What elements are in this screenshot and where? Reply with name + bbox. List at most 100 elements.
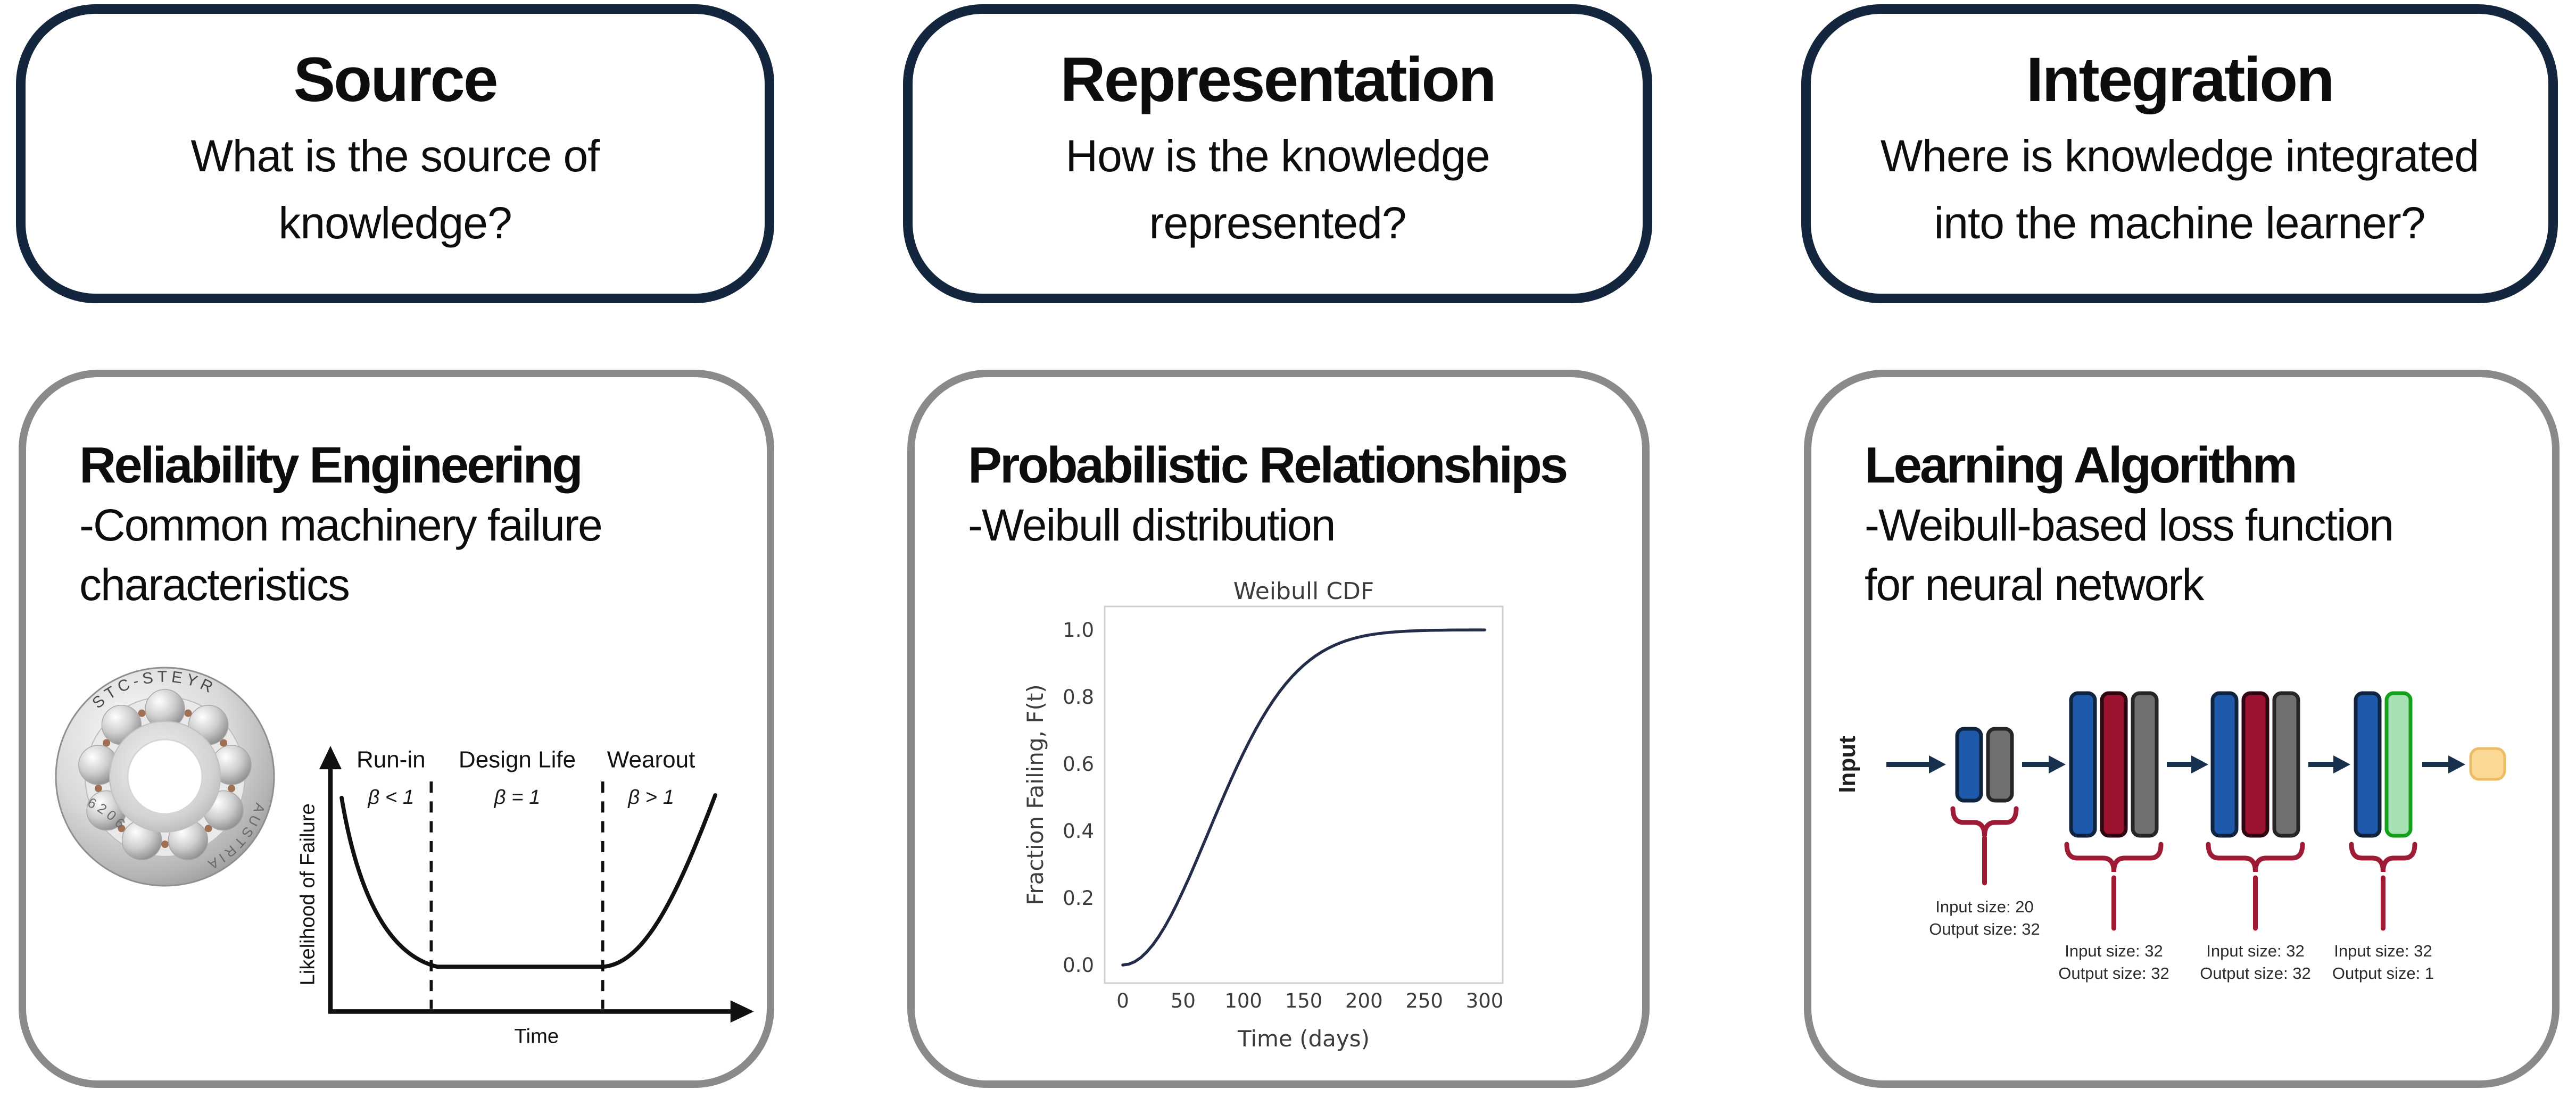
- weibull-y-tick-label: 1.0: [1063, 619, 1094, 642]
- card-probabilistic-relationships: Probabilistic Relationships -Weibull dis…: [907, 370, 1650, 1088]
- weibull-x-tick-label: 50: [1171, 989, 1196, 1012]
- nn-layer-bar-red: [2241, 691, 2269, 838]
- card-title-reliability: Reliability Engineering: [79, 437, 583, 494]
- nn-layer-bar-blue: [2354, 691, 2382, 838]
- weibull-y-tick-label: 0.2: [1063, 887, 1094, 910]
- card-title-learning: Learning Algorithm: [1865, 437, 2298, 494]
- header-box-integration: Integration Where is knowledge integrate…: [1801, 4, 2558, 303]
- nn-brace: [2349, 842, 2417, 872]
- nn-arrowhead: [2191, 755, 2208, 773]
- header-question-integration-line2: into the machine learner?: [1934, 198, 2426, 248]
- bearing-cage-rivet: [138, 709, 146, 717]
- weibull-x-tick-label: 0: [1116, 989, 1129, 1012]
- bearing-cage-rivet: [103, 739, 111, 747]
- bathtub-y-axis-arrowhead: [319, 746, 342, 770]
- weibull-x-tick-label: 300: [1466, 989, 1504, 1012]
- bearing-cage-rivet: [228, 785, 236, 793]
- nn-arrowhead: [2049, 755, 2066, 773]
- weibull-cdf-chart: Weibull CDF 0.0 0.2 0.4 0.6 0.8 1.0 0 50 100 150 20…: [1022, 578, 1504, 1052]
- bathtub-section-beta: β = 1: [494, 786, 541, 809]
- weibull-x-tick-label: 250: [1405, 989, 1443, 1012]
- header-box-representation: Representation How is the knowledge repr…: [903, 4, 1652, 303]
- card-body-reliability-line1: -Common machinery failure: [79, 500, 603, 551]
- bearing-cage-rivet: [204, 825, 212, 833]
- weibull-x-tick-label: 200: [1345, 989, 1383, 1012]
- nn-brace: [1950, 806, 2019, 837]
- header-question-representation: How is the knowledge represented?: [913, 122, 1643, 256]
- nn-layer-annotation: Output size: 32: [2200, 964, 2311, 983]
- header-question-source-line2: knowledge?: [278, 198, 512, 248]
- nn-output-node: [2469, 747, 2506, 781]
- header-question-source-line1: What is the source of: [190, 131, 600, 181]
- nn-layer-annotation: Input size: 20: [1935, 897, 2033, 916]
- bearing-bore-hole: [127, 738, 203, 815]
- nn-layer-bar-blue: [2210, 691, 2239, 838]
- weibull-x-axis-label: Time (days): [1237, 1026, 1370, 1052]
- nn-layer-bar-gray: [1986, 727, 2014, 803]
- card-learning-algorithm: Learning Algorithm -Weibull-based loss f…: [1804, 370, 2560, 1088]
- card-text-reliability: Reliability Engineering -Common machiner…: [79, 435, 603, 615]
- card-text-learning: Learning Algorithm -Weibull-based loss f…: [1865, 435, 2394, 615]
- card-body-learning-line2: for neural network: [1865, 559, 2204, 610]
- card-title-probabilistic: Probabilistic Relationships: [968, 437, 1568, 494]
- nn-layer-annotation: Input size: 32: [2334, 942, 2432, 960]
- nn-layer-bar-green: [2384, 691, 2413, 838]
- header-title-integration: Integration: [2026, 45, 2335, 115]
- nn-input-label: Input: [1834, 736, 1860, 793]
- bathtub-curve-line: [339, 793, 717, 969]
- nn-arrowhead: [2333, 755, 2350, 773]
- bearing-cage-rivet: [94, 785, 102, 793]
- bathtub-curve-chart: Run-in β < 1 Design Life β = 1 Wearout β > 1 L…: [296, 746, 754, 1048]
- weibull-x-tick-label: 150: [1285, 989, 1323, 1012]
- weibull-x-tick-label: 100: [1224, 989, 1262, 1012]
- nn-layer-bar-red: [2100, 691, 2128, 838]
- nn-brace: [2064, 842, 2164, 872]
- nn-layer-bar-gray: [2272, 691, 2300, 838]
- weibull-cdf-curve: [1121, 628, 1486, 967]
- nn-layer-annotation: Output size: 1: [2332, 964, 2434, 983]
- nn-arrowhead: [2448, 755, 2465, 773]
- bathtub-section-name: Wearout: [607, 746, 695, 772]
- bathtub-x-axis-label: Time: [515, 1025, 559, 1048]
- bearing-cage-rivet: [118, 825, 126, 833]
- bearing-cage-rivet: [219, 739, 227, 747]
- nn-layer-bar-gray: [2131, 691, 2159, 838]
- card-body-learning-line1: -Weibull-based loss function: [1865, 500, 2394, 551]
- header-question-representation-line2: represented?: [1149, 198, 1406, 248]
- nn-brace: [2206, 842, 2305, 872]
- bathtub-y-axis-label: Likelihood of Failure: [296, 803, 319, 985]
- weibull-y-axis-label: Fraction Failing, F(t): [1022, 684, 1048, 905]
- card-body-reliability-line2: characteristics: [79, 559, 350, 610]
- weibull-y-tick-label: 0.0: [1063, 954, 1094, 977]
- header-question-integration: Where is knowledge integrated into the m…: [1811, 122, 2548, 256]
- weibull-y-tick-label: 0.4: [1063, 820, 1094, 843]
- bathtub-section-beta: β < 1: [367, 786, 414, 809]
- bathtub-section-name: Design Life: [459, 746, 576, 772]
- bearing-cage-rivet: [184, 709, 192, 717]
- header-title-source: Source: [293, 45, 498, 115]
- card-text-probabilistic: Probabilistic Relationships -Weibull dis…: [968, 435, 1568, 555]
- bearing-cage-rivet: [161, 841, 169, 848]
- nn-layer-annotation: Output size: 32: [2058, 964, 2169, 983]
- nn-layer-annotation: Input size: 32: [2206, 942, 2304, 960]
- weibull-y-tick-label: 0.6: [1063, 753, 1094, 776]
- header-box-source: Source What is the source of knowledge?: [16, 4, 774, 303]
- bathtub-section-name: Run-in: [357, 746, 426, 772]
- weibull-y-tick-label: 0.8: [1063, 686, 1094, 709]
- nn-arrowhead: [1929, 755, 1946, 773]
- header-question-source: What is the source of knowledge?: [26, 122, 765, 256]
- header-question-representation-line1: How is the knowledge: [1065, 131, 1490, 181]
- card-reliability-engineering: Reliability Engineering -Common machiner…: [19, 370, 774, 1088]
- bathtub-x-axis-arrowhead: [730, 1000, 754, 1023]
- header-question-integration-line1: Where is knowledge integrated: [1880, 131, 2479, 181]
- card-body-probabilistic-line1: -Weibull distribution: [968, 500, 1336, 551]
- bearing-image: STC-STEYR AUSTRIA 6206: [55, 667, 275, 887]
- bathtub-section-beta: β > 1: [627, 786, 674, 809]
- nn-layer-bar-blue: [2069, 691, 2097, 838]
- weibull-plot-frame: [1104, 605, 1504, 984]
- nn-layer-bar-blue: [1955, 727, 1983, 803]
- nn-layer-annotation: Output size: 32: [1929, 920, 2040, 938]
- weibull-chart-title: Weibull CDF: [1233, 578, 1374, 605]
